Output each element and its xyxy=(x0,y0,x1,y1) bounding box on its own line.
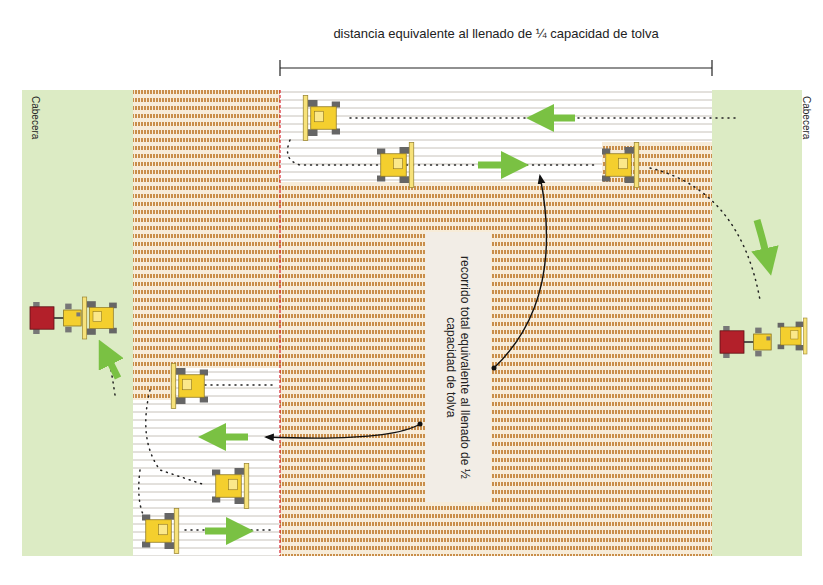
headland-label: Cabecera xyxy=(800,96,812,139)
travel-label: recorrido total equivalente al llenado d… xyxy=(444,236,473,498)
headland-label: Cabecera xyxy=(29,96,41,139)
dimension-label: distancia equivalente al llenado de ¼ ca… xyxy=(280,26,712,42)
